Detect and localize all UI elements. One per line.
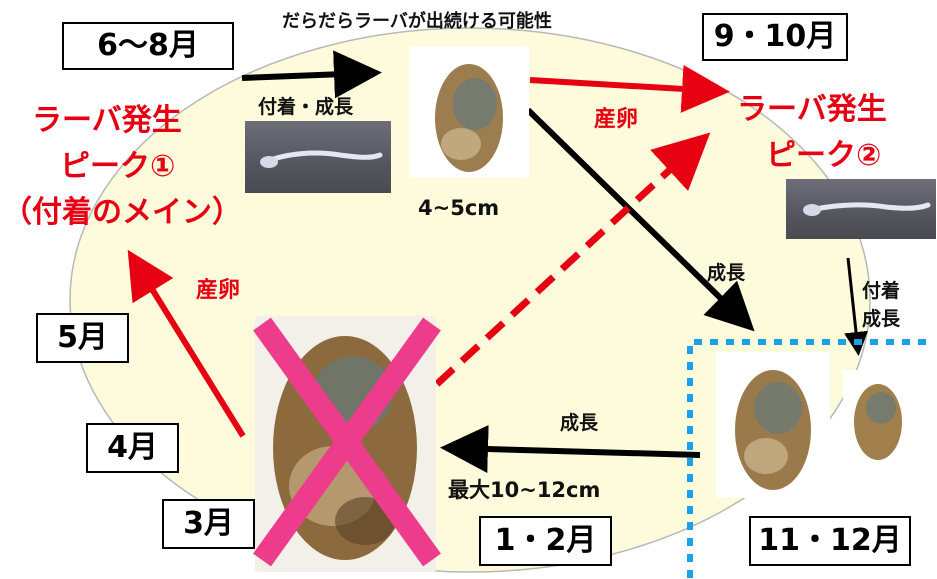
specimen-icon xyxy=(735,370,811,490)
peak1-line3: （付着のメイン） xyxy=(2,195,242,230)
label-spawn-left: 産卵 xyxy=(196,278,241,303)
peak1-line1: ラーバ発生 xyxy=(32,103,182,138)
peak1-line2: ピーク① xyxy=(60,149,176,184)
arrow-grow-bottom xyxy=(440,425,701,474)
peak2-line2: ピーク② xyxy=(766,138,882,173)
larva-photo-1 xyxy=(245,121,391,193)
larva-icon xyxy=(260,150,383,168)
arrow-attach-grow-right xyxy=(844,257,868,356)
specimen-photo-tiny xyxy=(843,370,913,466)
arrow-attach-grow xyxy=(241,50,382,99)
month-may: 5月 xyxy=(36,313,129,363)
label-attach-grow: 付着・成長 xyxy=(258,96,354,118)
specimen-photo-small xyxy=(409,46,529,178)
label-grow-diagonal: 成長 xyxy=(707,262,746,284)
specimen-icon xyxy=(435,64,503,172)
label-grow-right: 成長 xyxy=(862,308,901,330)
label-attach: 付着 xyxy=(862,280,901,302)
arrow-spawn-left xyxy=(127,249,246,438)
peak2-line1: ラーバ発生 xyxy=(737,92,887,127)
month-jun-aug: 6～8月 xyxy=(62,22,234,70)
month-jan-feb: 1・2月 xyxy=(479,516,612,566)
arrow-spawn-right xyxy=(529,64,730,113)
month-sep-oct: 9・10月 xyxy=(702,13,848,61)
larva-photo-2 xyxy=(786,179,936,239)
label-grow-bottom: 成長 xyxy=(560,412,599,434)
label-size-max: 最大10~12cm xyxy=(448,478,601,502)
top-note: だらだらラーバが出続ける可能性 xyxy=(282,11,552,32)
arrow-grow-diagonal xyxy=(525,107,755,332)
larva-icon xyxy=(803,202,931,216)
specimen-icon xyxy=(854,384,902,460)
label-size-small: 4~5cm xyxy=(418,196,500,220)
month-nov-dec: 11・12月 xyxy=(749,516,911,566)
specimen-photo-medium xyxy=(716,352,830,498)
arrow-spawn-dashed xyxy=(434,132,711,387)
month-apr: 4月 xyxy=(86,423,179,473)
month-mar: 3月 xyxy=(162,499,255,549)
label-spawn-right: 産卵 xyxy=(594,107,639,132)
